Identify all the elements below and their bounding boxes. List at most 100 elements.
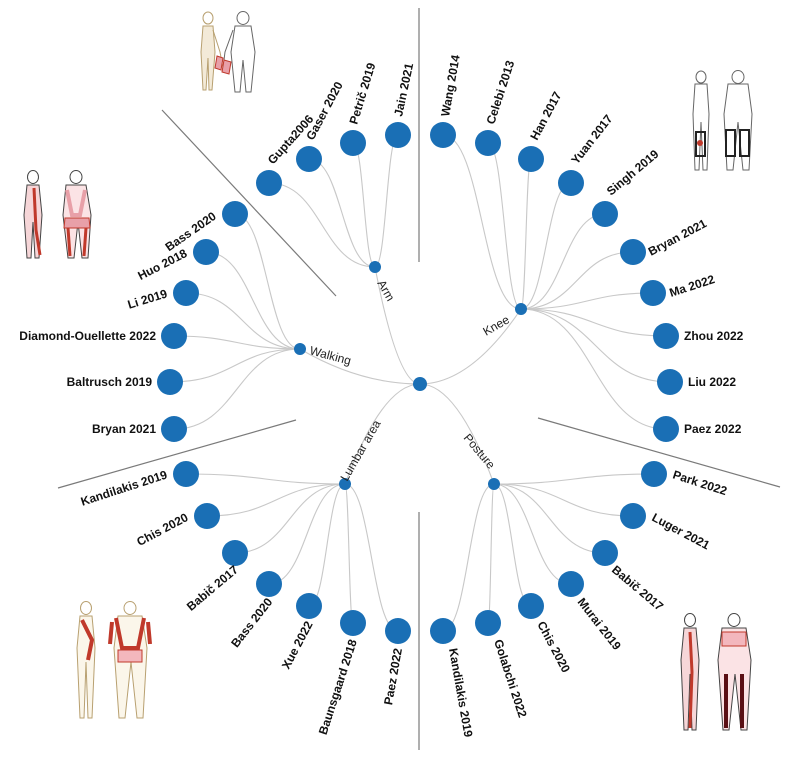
- leaf-node-posture-0: [430, 618, 456, 644]
- leaf-label-knee-7: Zhou 2022: [684, 329, 744, 343]
- leaf-node-lumbar-area-3: [256, 571, 282, 597]
- leaf-label-walking-4: Baltrusch 2019: [67, 375, 153, 389]
- link-lumbar-area-2: [234, 483, 346, 554]
- branch-node-knee: [515, 303, 527, 315]
- leaf-node-posture-3: [558, 571, 584, 597]
- link-walking-5: [173, 348, 301, 430]
- leaf-node-arm-2: [296, 146, 322, 172]
- leaf-node-lumbar-area-4: [296, 593, 322, 619]
- link-lumbar-area-6: [344, 483, 399, 632]
- branch-label-knee: Knee: [481, 312, 513, 338]
- root-node: [413, 377, 427, 391]
- link-walking-1: [205, 251, 301, 350]
- link-knee-8: [520, 308, 671, 383]
- link-knee-6: [520, 292, 654, 310]
- link-root-knee: [419, 308, 522, 385]
- leaf-node-walking-0: [222, 201, 248, 227]
- leaf-node-posture-4: [592, 540, 618, 566]
- link-posture-2: [493, 483, 532, 607]
- leaf-label-arm-2: Gaser 2020: [303, 79, 346, 142]
- link-knee-4: [520, 213, 606, 310]
- link-walking-2: [185, 292, 301, 350]
- leaf-label-posture-0: Kandilakis 2019: [446, 647, 475, 738]
- leaf-node-arm-0: [385, 122, 411, 148]
- leaf-node-knee-6: [640, 280, 666, 306]
- leaf-label-walking-3: Diamond-Ouellette 2022: [19, 329, 156, 343]
- branch-node-arm: [369, 261, 381, 273]
- leaf-label-posture-6: Park 2022: [671, 468, 729, 499]
- branch-label-arm: Arm: [374, 278, 397, 304]
- leaf-node-knee-0: [430, 122, 456, 148]
- leaf-label-knee-4: Singh 2019: [604, 147, 662, 199]
- lumbar-exoskeleton-figure-icon: [76, 601, 152, 719]
- leaf-label-lumbar-area-2: Babič 2017: [184, 562, 241, 613]
- link-lumbar-area-0: [185, 473, 346, 485]
- leaf-node-posture-5: [620, 503, 646, 529]
- leaf-label-arm-1: Petrič 2019: [346, 61, 378, 126]
- leaf-label-knee-3: Yuan 2017: [568, 112, 615, 167]
- link-posture-6: [493, 473, 655, 485]
- link-posture-5: [493, 483, 634, 517]
- leaf-node-arm-1: [340, 130, 366, 156]
- posture-exoskeleton-figure-icon: [680, 613, 752, 731]
- leaf-label-posture-3: Murai 2019: [575, 595, 624, 653]
- leaf-node-walking-3: [161, 323, 187, 349]
- link-arm-1: [352, 142, 376, 268]
- leaf-node-walking-4: [157, 369, 183, 395]
- branch-node-walking: [294, 343, 306, 355]
- leaf-node-posture-6: [641, 461, 667, 487]
- arm-exoskeleton-figure-icon: [200, 11, 256, 93]
- back-exoskeleton-figure-icon: [23, 170, 92, 259]
- leaf-node-knee-2: [518, 146, 544, 172]
- branch-label-posture: Posture: [461, 431, 499, 472]
- leaf-node-lumbar-area-5: [340, 610, 366, 636]
- leaf-label-lumbar-area-4: Xue 2022: [279, 619, 316, 672]
- leaf-label-walking-5: Bryan 2021: [92, 422, 156, 436]
- link-walking-4: [169, 348, 301, 383]
- leaf-node-knee-1: [475, 130, 501, 156]
- leaf-node-lumbar-area-0: [173, 461, 199, 487]
- divider-posture-knee: [537, 417, 781, 488]
- link-knee-2: [520, 158, 532, 310]
- leaf-label-walking-2: Li 2019: [126, 286, 169, 311]
- leaf-label-knee-9: Paez 2022: [684, 422, 742, 436]
- leaf-node-walking-2: [173, 280, 199, 306]
- link-knee-7: [520, 308, 667, 337]
- leaf-node-knee-7: [653, 323, 679, 349]
- link-root-walking: [299, 348, 421, 385]
- leaf-label-lumbar-area-6: Paez 2022: [381, 647, 405, 706]
- leaf-label-posture-5: Luger 2021: [650, 510, 713, 552]
- link-lumbar-area-4: [308, 483, 346, 607]
- leaf-node-lumbar-area-2: [222, 540, 248, 566]
- leaf-node-knee-4: [592, 201, 618, 227]
- link-knee-9: [520, 308, 667, 430]
- link-lumbar-area-1: [206, 483, 346, 517]
- link-posture-0: [442, 483, 495, 632]
- leaf-label-lumbar-area-1: Chis 2020: [134, 510, 190, 549]
- link-knee-1: [487, 142, 522, 310]
- leaf-node-posture-2: [518, 593, 544, 619]
- leaf-label-knee-6: Ma 2022: [668, 272, 717, 300]
- divider-walking-lumbar: [57, 419, 297, 489]
- knee-exoskeleton-figure-icon: [692, 70, 753, 171]
- leaf-node-walking-5: [161, 416, 187, 442]
- leaf-node-knee-8: [657, 369, 683, 395]
- leaf-label-knee-5: Bryan 2021: [646, 216, 709, 259]
- leaf-node-lumbar-area-6: [385, 618, 411, 644]
- link-root-posture: [419, 383, 495, 485]
- leaf-node-knee-5: [620, 239, 646, 265]
- link-knee-3: [520, 182, 572, 310]
- leaf-node-lumbar-area-1: [194, 503, 220, 529]
- leaf-node-arm-3: [256, 170, 282, 196]
- branch-label-lumbar-area: Lumbar area: [337, 417, 383, 483]
- link-walking-0: [234, 213, 301, 350]
- leaf-node-walking-1: [193, 239, 219, 265]
- leaf-label-posture-1: Golabchi 2022: [491, 638, 530, 720]
- link-walking-3: [173, 335, 301, 350]
- leaf-node-knee-3: [558, 170, 584, 196]
- leaf-node-posture-1: [475, 610, 501, 636]
- leaf-label-posture-4: Babič 2017: [609, 563, 666, 614]
- sector-dividers: [57, 8, 781, 750]
